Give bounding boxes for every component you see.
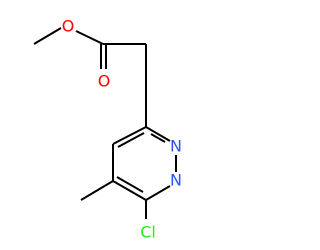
- bond-ring-methyl: [80, 180, 114, 201]
- bond-ring-c3-n2-inner: [150, 133, 166, 143]
- ether-oxygen-label: O: [62, 17, 75, 36]
- ring-nitrogen-2-label: N: [170, 137, 182, 156]
- bond-methyl-ether-o: [33, 27, 62, 45]
- carbonyl-oxygen-label: O: [98, 72, 111, 91]
- ring-nitrogen-1-label: N: [170, 171, 182, 190]
- bond-ether-o-carbonyl-c: [75, 30, 104, 45]
- chemical-structure: O O N N Cl: [33, 17, 182, 242]
- chlorine-label: Cl: [140, 223, 156, 242]
- bond-ring-n1-c6: [145, 185, 171, 201]
- bond-ring-c6-c5: [112, 180, 147, 201]
- bond-ring-c4-c3: [112, 126, 147, 145]
- bond-ring-c4-c3-inner: [117, 132, 145, 148]
- bond-ring-c3-n2: [145, 126, 171, 142]
- bond-ring-c6-c5-inner: [116, 176, 144, 193]
